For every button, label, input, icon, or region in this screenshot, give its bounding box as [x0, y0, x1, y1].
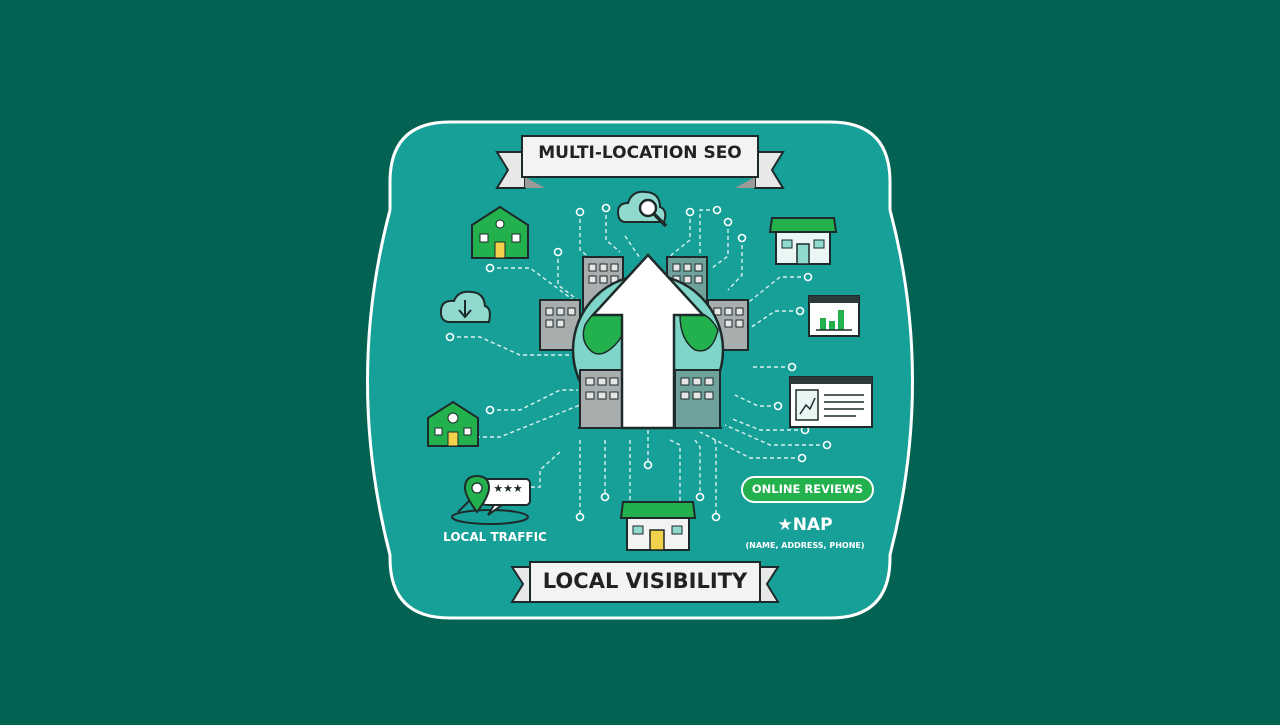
- cloud-download-icon: [439, 290, 491, 323]
- house-icon: [427, 400, 479, 447]
- dashboard-window-icon: [789, 376, 873, 428]
- footer-banner: [510, 561, 780, 603]
- nap-label: ★NAP: [750, 515, 860, 535]
- circuit-nodes: [445, 203, 832, 522]
- front-buildings: [578, 369, 722, 429]
- house-icon: [471, 205, 529, 259]
- map-pin-review-icon: [451, 474, 531, 525]
- growth-arrow-icon: [590, 253, 706, 430]
- nap-text: NAP: [792, 515, 833, 535]
- storefront-icon: [768, 217, 838, 265]
- bar-chart-window-icon: [808, 295, 860, 337]
- local-traffic-label: LOCAL TRAFFIC: [443, 530, 547, 544]
- review-stars: ★★★: [493, 482, 523, 495]
- online-reviews-badge: ONLINE REVIEWS: [741, 476, 874, 503]
- footer-title: LOCAL VISIBILITY: [542, 569, 748, 593]
- nap-detail-label: (NAME, ADDRESS, PHONE): [745, 541, 865, 550]
- cloud-search-icon: [616, 190, 668, 228]
- star-icon: ★: [777, 515, 793, 535]
- title-banner: [495, 135, 785, 189]
- storefront-icon: [619, 501, 697, 551]
- diagram-title: MULTI-LOCATION SEO: [538, 143, 742, 163]
